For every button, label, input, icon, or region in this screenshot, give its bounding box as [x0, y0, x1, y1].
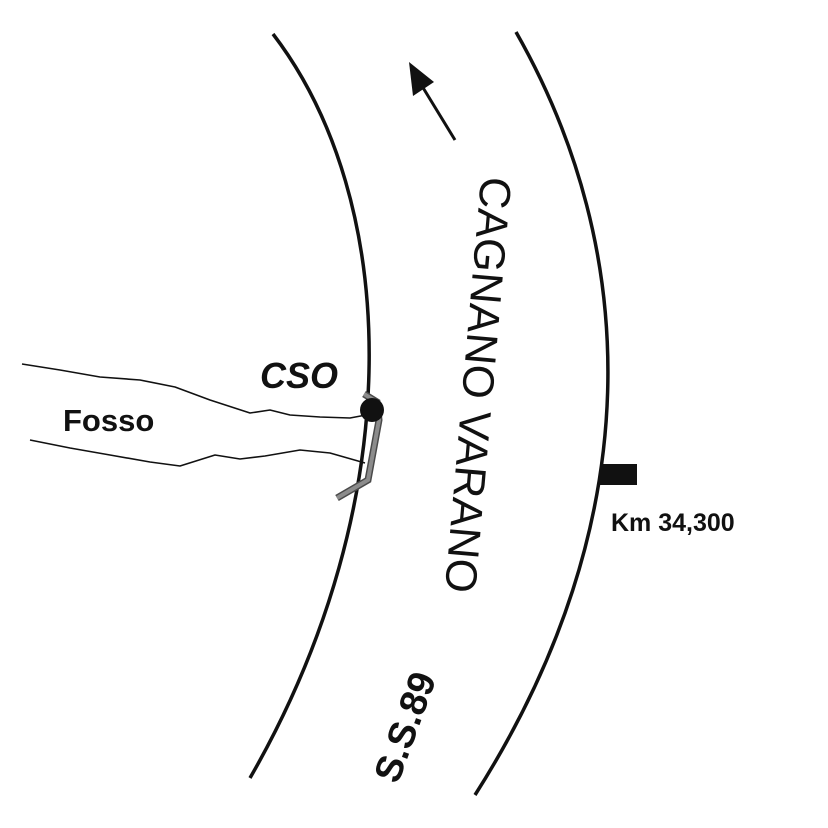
road-number-label: S.S.89	[367, 667, 445, 789]
road-edge-left	[248, 32, 371, 779]
fosso-label: Fosso	[63, 403, 154, 438]
fosso-bank-lower	[29, 439, 366, 467]
arrow-up-left-icon	[409, 62, 457, 141]
black-rectangle-icon	[600, 464, 637, 485]
cso-label: CSO	[260, 355, 338, 396]
fosso-bank-upper	[21, 363, 367, 419]
road-name-label: CAGNANO VARANO	[435, 175, 520, 595]
km-marker-label: Km 34,300	[611, 509, 735, 537]
road-edge-right	[473, 31, 610, 796]
filled-circle-icon	[360, 398, 384, 422]
